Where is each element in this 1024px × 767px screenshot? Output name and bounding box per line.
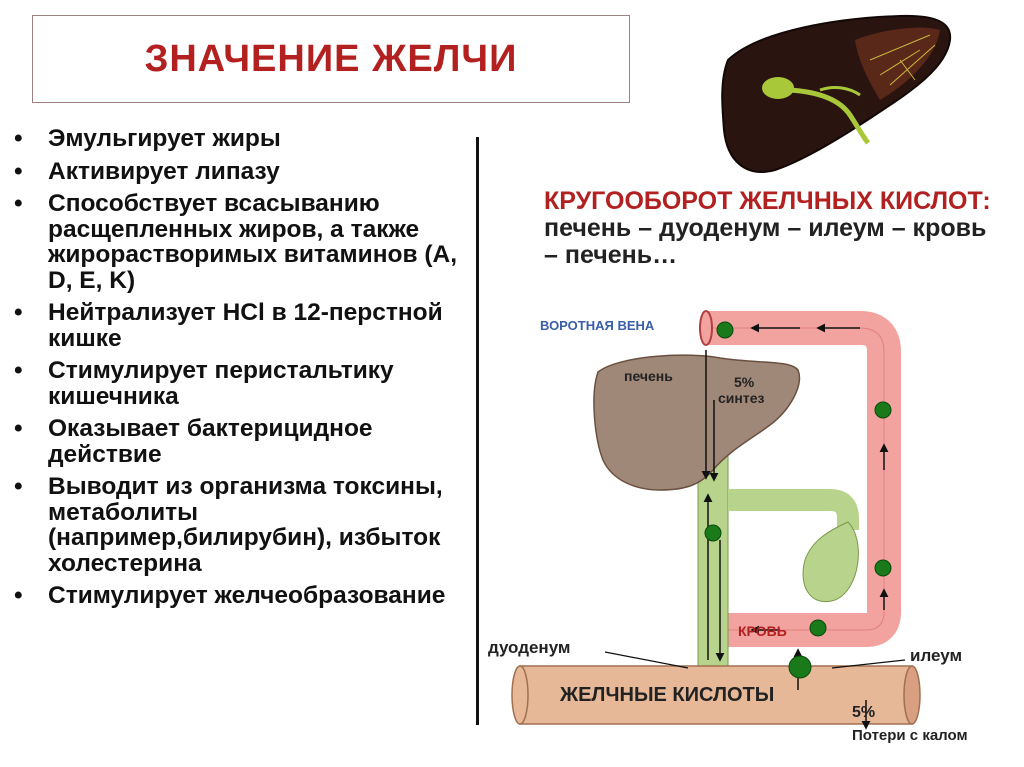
cycle-text: печень – дуоденум – илеум – кровь – пече…	[544, 214, 987, 269]
vertical-divider	[476, 137, 479, 725]
liver-picture	[721, 14, 952, 173]
ileum-label: илеум	[910, 646, 963, 665]
title-box: ЗНАЧЕНИЕ ЖЕЛЧИ	[32, 15, 630, 103]
list-item: Эмульгирует жиры	[12, 126, 474, 152]
bile-acid-cycle-caption: КРУГООБОРОТ ЖЕЛЧНЫХ КИСЛОТ: печень – дуо…	[544, 188, 1004, 269]
flow-arrows	[701, 323, 889, 730]
liver-shape	[593, 354, 801, 491]
bile-acid-dots	[704, 321, 892, 679]
list-item: Выводит из организма токсины, метаболиты…	[12, 474, 474, 576]
synthesis-percent-label: 5%	[734, 374, 755, 390]
list-item: Стимулирует перистальтику кишечника	[12, 358, 474, 409]
portal-vein-label: ВОРОТНАЯ ВЕНА	[540, 318, 655, 333]
page-title: ЗНАЧЕНИЕ ЖЕЛЧИ	[144, 37, 518, 80]
bile-functions-list: Эмульгирует жиры Активирует липазу Спосо…	[12, 126, 474, 616]
bile-acids-label: ЖЕЛЧНЫЕ КИСЛОТЫ	[560, 684, 775, 706]
list-item: Стимулирует желчеобразование	[12, 583, 474, 609]
loss-percent-label: 5%	[852, 704, 876, 721]
cycle-heading: КРУГООБОРОТ ЖЕЛЧНЫХ КИСЛОТ:	[544, 187, 991, 215]
list-item: Оказывает бактерицидное действие	[12, 416, 474, 467]
blood-label: КРОВЬ	[738, 623, 787, 639]
list-item: Нейтрализует HCl в 12-перстной кишке	[12, 300, 474, 351]
duodenum-label: дуоденум	[488, 638, 571, 657]
list-item: Активирует липазу	[12, 158, 474, 185]
liver-label: печень	[624, 368, 673, 384]
list-item: Способствует всасыванию расщепленных жир…	[12, 191, 474, 293]
feces-loss-label: Потери с калом	[852, 727, 968, 744]
synthesis-label: синтез	[718, 390, 765, 406]
intestine	[511, 665, 921, 725]
